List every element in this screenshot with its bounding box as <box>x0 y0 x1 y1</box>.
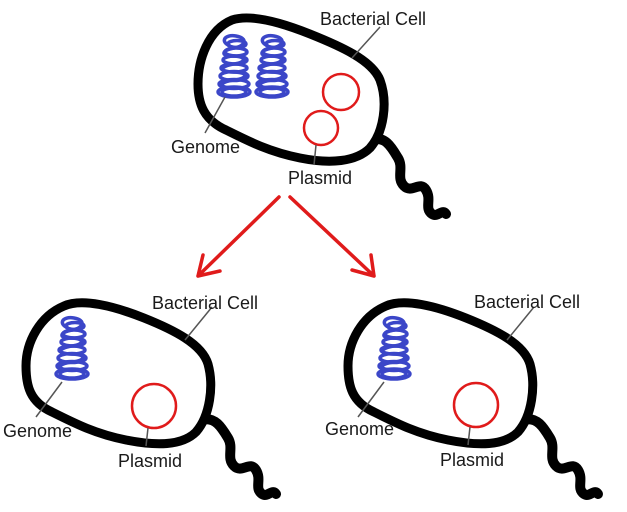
cell-leader-line <box>184 306 213 341</box>
daughter-right-plasmid <box>452 381 500 429</box>
genome-leader-line <box>204 96 226 134</box>
parent-genome-label: Genome <box>171 137 240 157</box>
daughter-right-cell-label: Bacterial Cell <box>474 292 580 312</box>
daughter-right-genome-label: Genome <box>325 419 394 439</box>
daughter-left-plasmid <box>130 382 178 430</box>
daughter-left-cell-label: Bacterial Cell <box>152 293 258 313</box>
parent-cell: Bacterial Cell Genome Plasmid <box>171 9 451 220</box>
daughter-left-flagellum <box>197 414 281 500</box>
parent-plasmid-label: Plasmid <box>288 168 352 188</box>
plasmid-leader-line <box>467 426 471 446</box>
arrow-right <box>288 195 376 278</box>
plasmid-leader-line <box>313 144 317 166</box>
parent-plasmid-2 <box>302 109 340 147</box>
genome-leader-line <box>357 381 385 418</box>
parent-flagellum <box>367 133 451 220</box>
division-arrows <box>196 195 376 278</box>
arrow-left <box>196 195 281 278</box>
daughter-right-flagellum <box>519 414 603 500</box>
genome-leader-line <box>35 381 63 418</box>
cell-leader-line <box>506 306 535 341</box>
plasmid-leader-line <box>145 427 149 447</box>
daughter-cell-right: Bacterial Cell Genome Plasmid <box>325 292 603 500</box>
daughter-left-genome-label: Genome <box>3 421 72 441</box>
parent-plasmid-1 <box>321 72 361 112</box>
cell-leader-line <box>351 26 381 59</box>
daughter-right-plasmid-label: Plasmid <box>440 450 504 470</box>
daughter-cell-left: Bacterial Cell Genome Plasmid <box>3 293 281 500</box>
parent-cell-label: Bacterial Cell <box>320 9 426 29</box>
daughter-left-plasmid-label: Plasmid <box>118 451 182 471</box>
